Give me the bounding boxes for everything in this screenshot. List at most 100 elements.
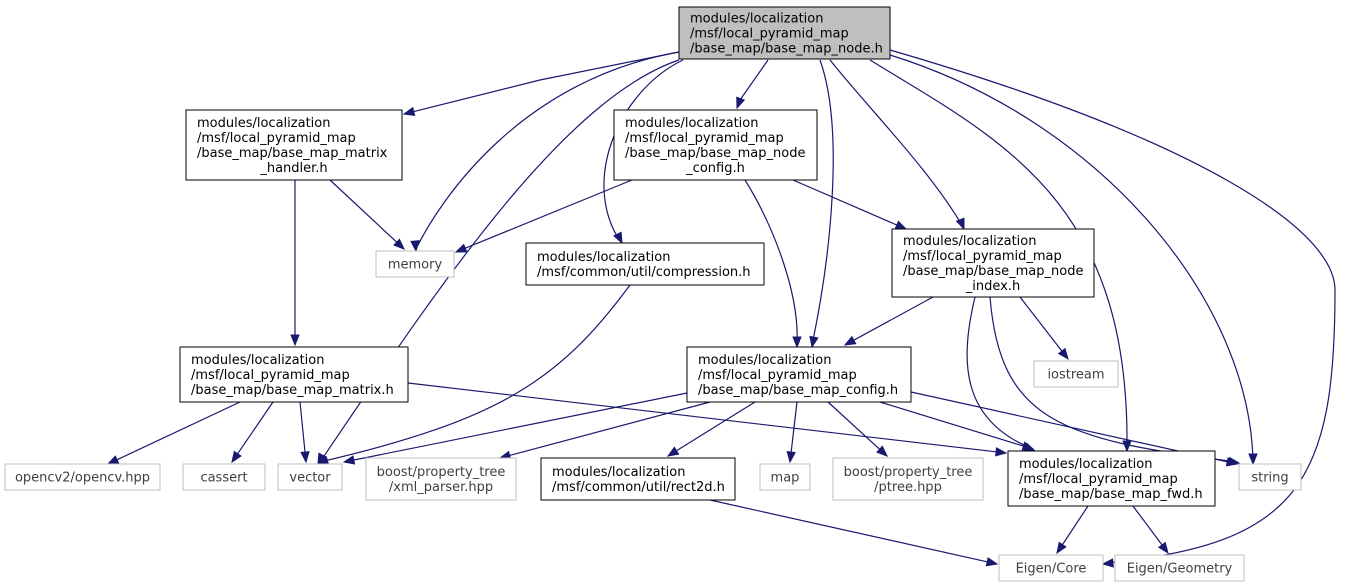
nodes-layer: modules/localization/msf/local_pyramid_m…	[4, 6, 1302, 582]
node-box	[277, 463, 343, 491]
node-label-line: boost/property_tree	[377, 465, 506, 480]
edge-config-to-vector	[342, 392, 688, 465]
node-label-line: /msf/local_pyramid_map	[191, 368, 350, 383]
arrow-head-icon	[402, 106, 416, 117]
node-matrix-handler[interactable]: modules/localization/msf/local_pyramid_m…	[185, 109, 403, 181]
edge-config-to-fwd	[879, 401, 1035, 451]
node-iostream: iostream	[1033, 360, 1119, 388]
node-label-line: _index.h	[965, 279, 1020, 294]
node-label-line: modules/localization	[698, 353, 831, 368]
edge-matrix-handler-to-memory	[329, 179, 405, 250]
node-node-index[interactable]: modules/localization/msf/local_pyramid_m…	[891, 228, 1095, 298]
node-rect2d[interactable]: modules/localization/msf/common/util/rec…	[540, 457, 736, 501]
node-box	[686, 346, 912, 403]
node-label-line: modules/localization	[1019, 457, 1152, 472]
node-label-line: map	[771, 471, 800, 486]
edge-root-to-string	[889, 54, 1258, 466]
node-label-line: /msf/common/util/compression.h	[537, 265, 751, 280]
node-label-line: Eigen/Geometry	[1127, 562, 1233, 577]
arrow-head-icon	[792, 336, 802, 349]
node-box	[375, 250, 455, 278]
node-label-line: /msf/local_pyramid_map	[1019, 472, 1178, 487]
node-label-line: /xml_parser.hpp	[389, 480, 493, 495]
node-label-line: vector	[289, 471, 331, 486]
edge-matrix-to-fwd	[407, 382, 1008, 457]
arrow-head-icon	[290, 334, 300, 347]
node-label-line: /base_map/base_map_matrix	[197, 146, 388, 161]
node-label-line: cassert	[200, 471, 247, 486]
node-label-line: memory	[388, 258, 443, 273]
node-matrix[interactable]: modules/localization/msf/local_pyramid_m…	[179, 346, 409, 403]
edge-config-to-map	[786, 401, 798, 464]
node-box	[1033, 360, 1119, 388]
node-box	[1007, 450, 1216, 507]
arrow-head-icon	[809, 335, 819, 349]
arrow-head-icon	[1057, 347, 1069, 361]
node-compression[interactable]: modules/localization/msf/common/util/com…	[525, 242, 765, 286]
node-label-line: /base_map/base_map_config.h	[698, 383, 898, 398]
arrow-head-icon	[843, 335, 857, 346]
edge-root-to-config	[809, 59, 834, 349]
arrow-head-icon	[1101, 558, 1114, 568]
arrow-head-icon	[736, 96, 746, 110]
node-label-line: modules/localization	[690, 12, 823, 27]
node-label-line: modules/localization	[191, 353, 324, 368]
edge-root-to-eigen-core	[889, 49, 1336, 568]
arrow-head-icon	[894, 220, 908, 230]
edge-fwd-to-eigen-geometry	[1132, 505, 1169, 555]
edge-config-to-ptree	[827, 401, 888, 457]
edge-root-to-node-config	[736, 59, 769, 110]
node-fwd[interactable]: modules/localization/msf/local_pyramid_m…	[1007, 450, 1216, 507]
arrow-head-icon	[1248, 453, 1258, 466]
arrow-head-icon	[1021, 441, 1035, 451]
arrow-head-icon	[995, 447, 1008, 457]
node-label-line: /base_map/base_map_node	[625, 146, 805, 161]
node-label-line: /base_map/base_map_fwd.h	[1019, 487, 1203, 502]
edge-root-to-compression	[603, 59, 684, 245]
node-label-line: /base_map/base_map_node	[903, 264, 1083, 279]
node-label-line: iostream	[1047, 368, 1104, 383]
node-eigen-geometry: Eigen/Geometry	[1114, 554, 1245, 582]
edge-matrix-to-vector	[299, 401, 310, 464]
edge-config-to-rect2d	[666, 401, 756, 457]
node-box	[1114, 554, 1245, 582]
node-label-line: /ptree.hpp	[874, 480, 942, 495]
node-box	[182, 463, 266, 491]
node-node-config[interactable]: modules/localization/msf/local_pyramid_m…	[613, 109, 818, 181]
node-box	[365, 457, 517, 501]
node-label-line: /msf/local_pyramid_map	[903, 249, 1062, 264]
node-label-line: /msf/local_pyramid_map	[197, 131, 356, 146]
node-config[interactable]: modules/localization/msf/local_pyramid_m…	[686, 346, 912, 403]
edge-node-index-to-config	[843, 296, 934, 346]
node-box	[4, 463, 161, 491]
node-label-line: modules/localization	[552, 465, 685, 480]
node-label-line: modules/localization	[197, 116, 330, 131]
node-box	[759, 463, 811, 491]
arrow-head-icon	[1157, 541, 1169, 555]
node-root[interactable]: modules/localization/msf/local_pyramid_m…	[678, 6, 891, 60]
edge-rect2d-to-eigen-core	[709, 499, 999, 567]
node-label-line: modules/localization	[537, 250, 670, 265]
node-label-line: modules/localization	[903, 234, 1036, 249]
arrow-head-icon	[342, 455, 356, 465]
node-box	[832, 457, 984, 501]
edge-node-config-to-memory	[454, 179, 633, 253]
node-box	[185, 109, 403, 181]
node-memory: memory	[375, 250, 455, 278]
node-box	[998, 554, 1104, 582]
node-box	[678, 6, 891, 60]
edge-matrix-handler-to-matrix	[290, 180, 300, 347]
edge-node-config-to-config	[744, 179, 802, 349]
edge-node-config-to-node-index	[792, 179, 908, 230]
arrow-head-icon	[1225, 457, 1239, 467]
node-opencv: opencv2/opencv.hpp	[4, 463, 161, 491]
edge-fwd-to-eigen-core	[1056, 505, 1089, 555]
node-box	[1238, 463, 1302, 491]
node-vector: vector	[277, 463, 343, 491]
edge-matrix-to-opencv	[106, 401, 241, 465]
node-box	[179, 346, 409, 403]
node-label-line: _config.h	[685, 161, 745, 176]
edge-config-to-xml-parser	[498, 401, 711, 460]
arrow-head-icon	[955, 217, 965, 231]
